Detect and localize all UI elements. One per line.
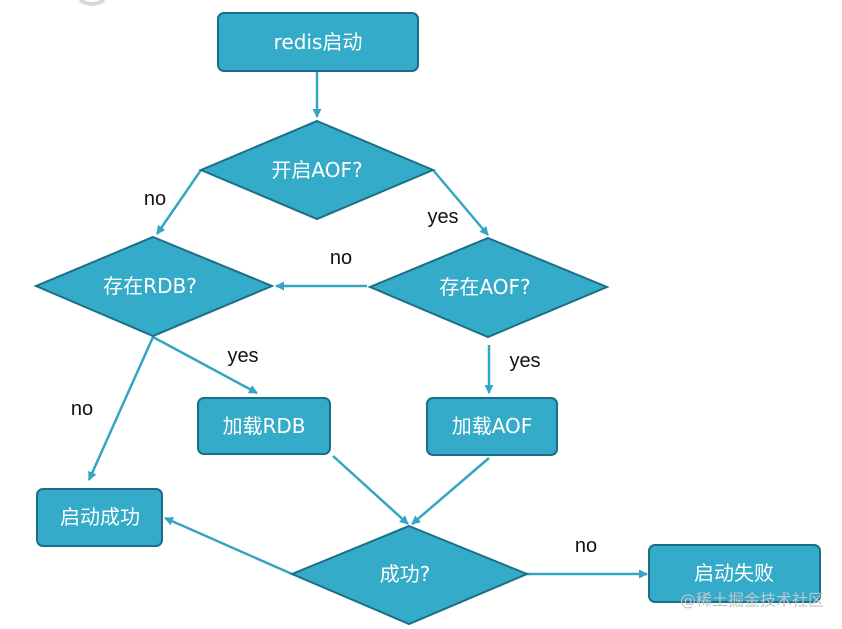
edge-check-to-success (164, 516, 293, 576)
label-aof-to-rdb-no: no (144, 188, 166, 210)
start-failed-label: 启动失败 (694, 561, 774, 585)
label-aof-to-aofexists-yes: yes (427, 206, 458, 228)
edge-loadaof-to-check (411, 457, 490, 525)
start-success-label: 启动成功 (60, 505, 140, 529)
label-check-to-failed-no: no (575, 535, 597, 557)
label-aofexists-to-rdb-no: no (330, 247, 352, 269)
rdb-exists-label: 存在RDB? (103, 274, 197, 298)
edge-rdb-to-load-yes (152, 335, 258, 395)
aof-enabled-decision (198, 119, 436, 221)
edge-labels: no yes no yes no yes no (71, 188, 597, 557)
success-check-decision (289, 524, 530, 626)
aof-enabled-label: 开启AOF? (271, 158, 362, 182)
edge-loadrdb-to-check (332, 455, 409, 525)
start-success-node (36, 488, 163, 547)
label-rdb-to-success-no: no (71, 398, 93, 420)
corner-artifact (78, 0, 106, 6)
label-rdb-to-load-yes: yes (227, 345, 258, 367)
edge-aof-to-rdb-no (155, 169, 203, 235)
edges (87, 71, 648, 579)
aof-exists-label: 存在AOF? (439, 275, 530, 299)
edge-rdb-to-success-no (87, 336, 155, 481)
start-node-label: redis启动 (274, 30, 363, 54)
load-aof-label: 加载AOF (452, 414, 533, 438)
load-rdb-node (197, 397, 331, 455)
start-failed-node (648, 544, 821, 603)
rdb-exists-decision (33, 235, 275, 338)
edge-aof-to-aofexists-yes (432, 169, 489, 236)
label-aofexists-to-load-yes: yes (509, 350, 540, 372)
nodes (33, 12, 821, 626)
aof-exists-decision (367, 236, 610, 339)
watermark: @稀土掘金技术社区 (680, 591, 824, 610)
start-node (217, 12, 419, 72)
success-check-label: 成功? (380, 562, 431, 586)
load-rdb-label: 加载RDB (222, 414, 305, 438)
node-labels: redis启动 开启AOF? 存在RDB? 存在AOF? 加载RDB 加载AOF… (60, 30, 774, 586)
load-aof-node (426, 397, 558, 456)
